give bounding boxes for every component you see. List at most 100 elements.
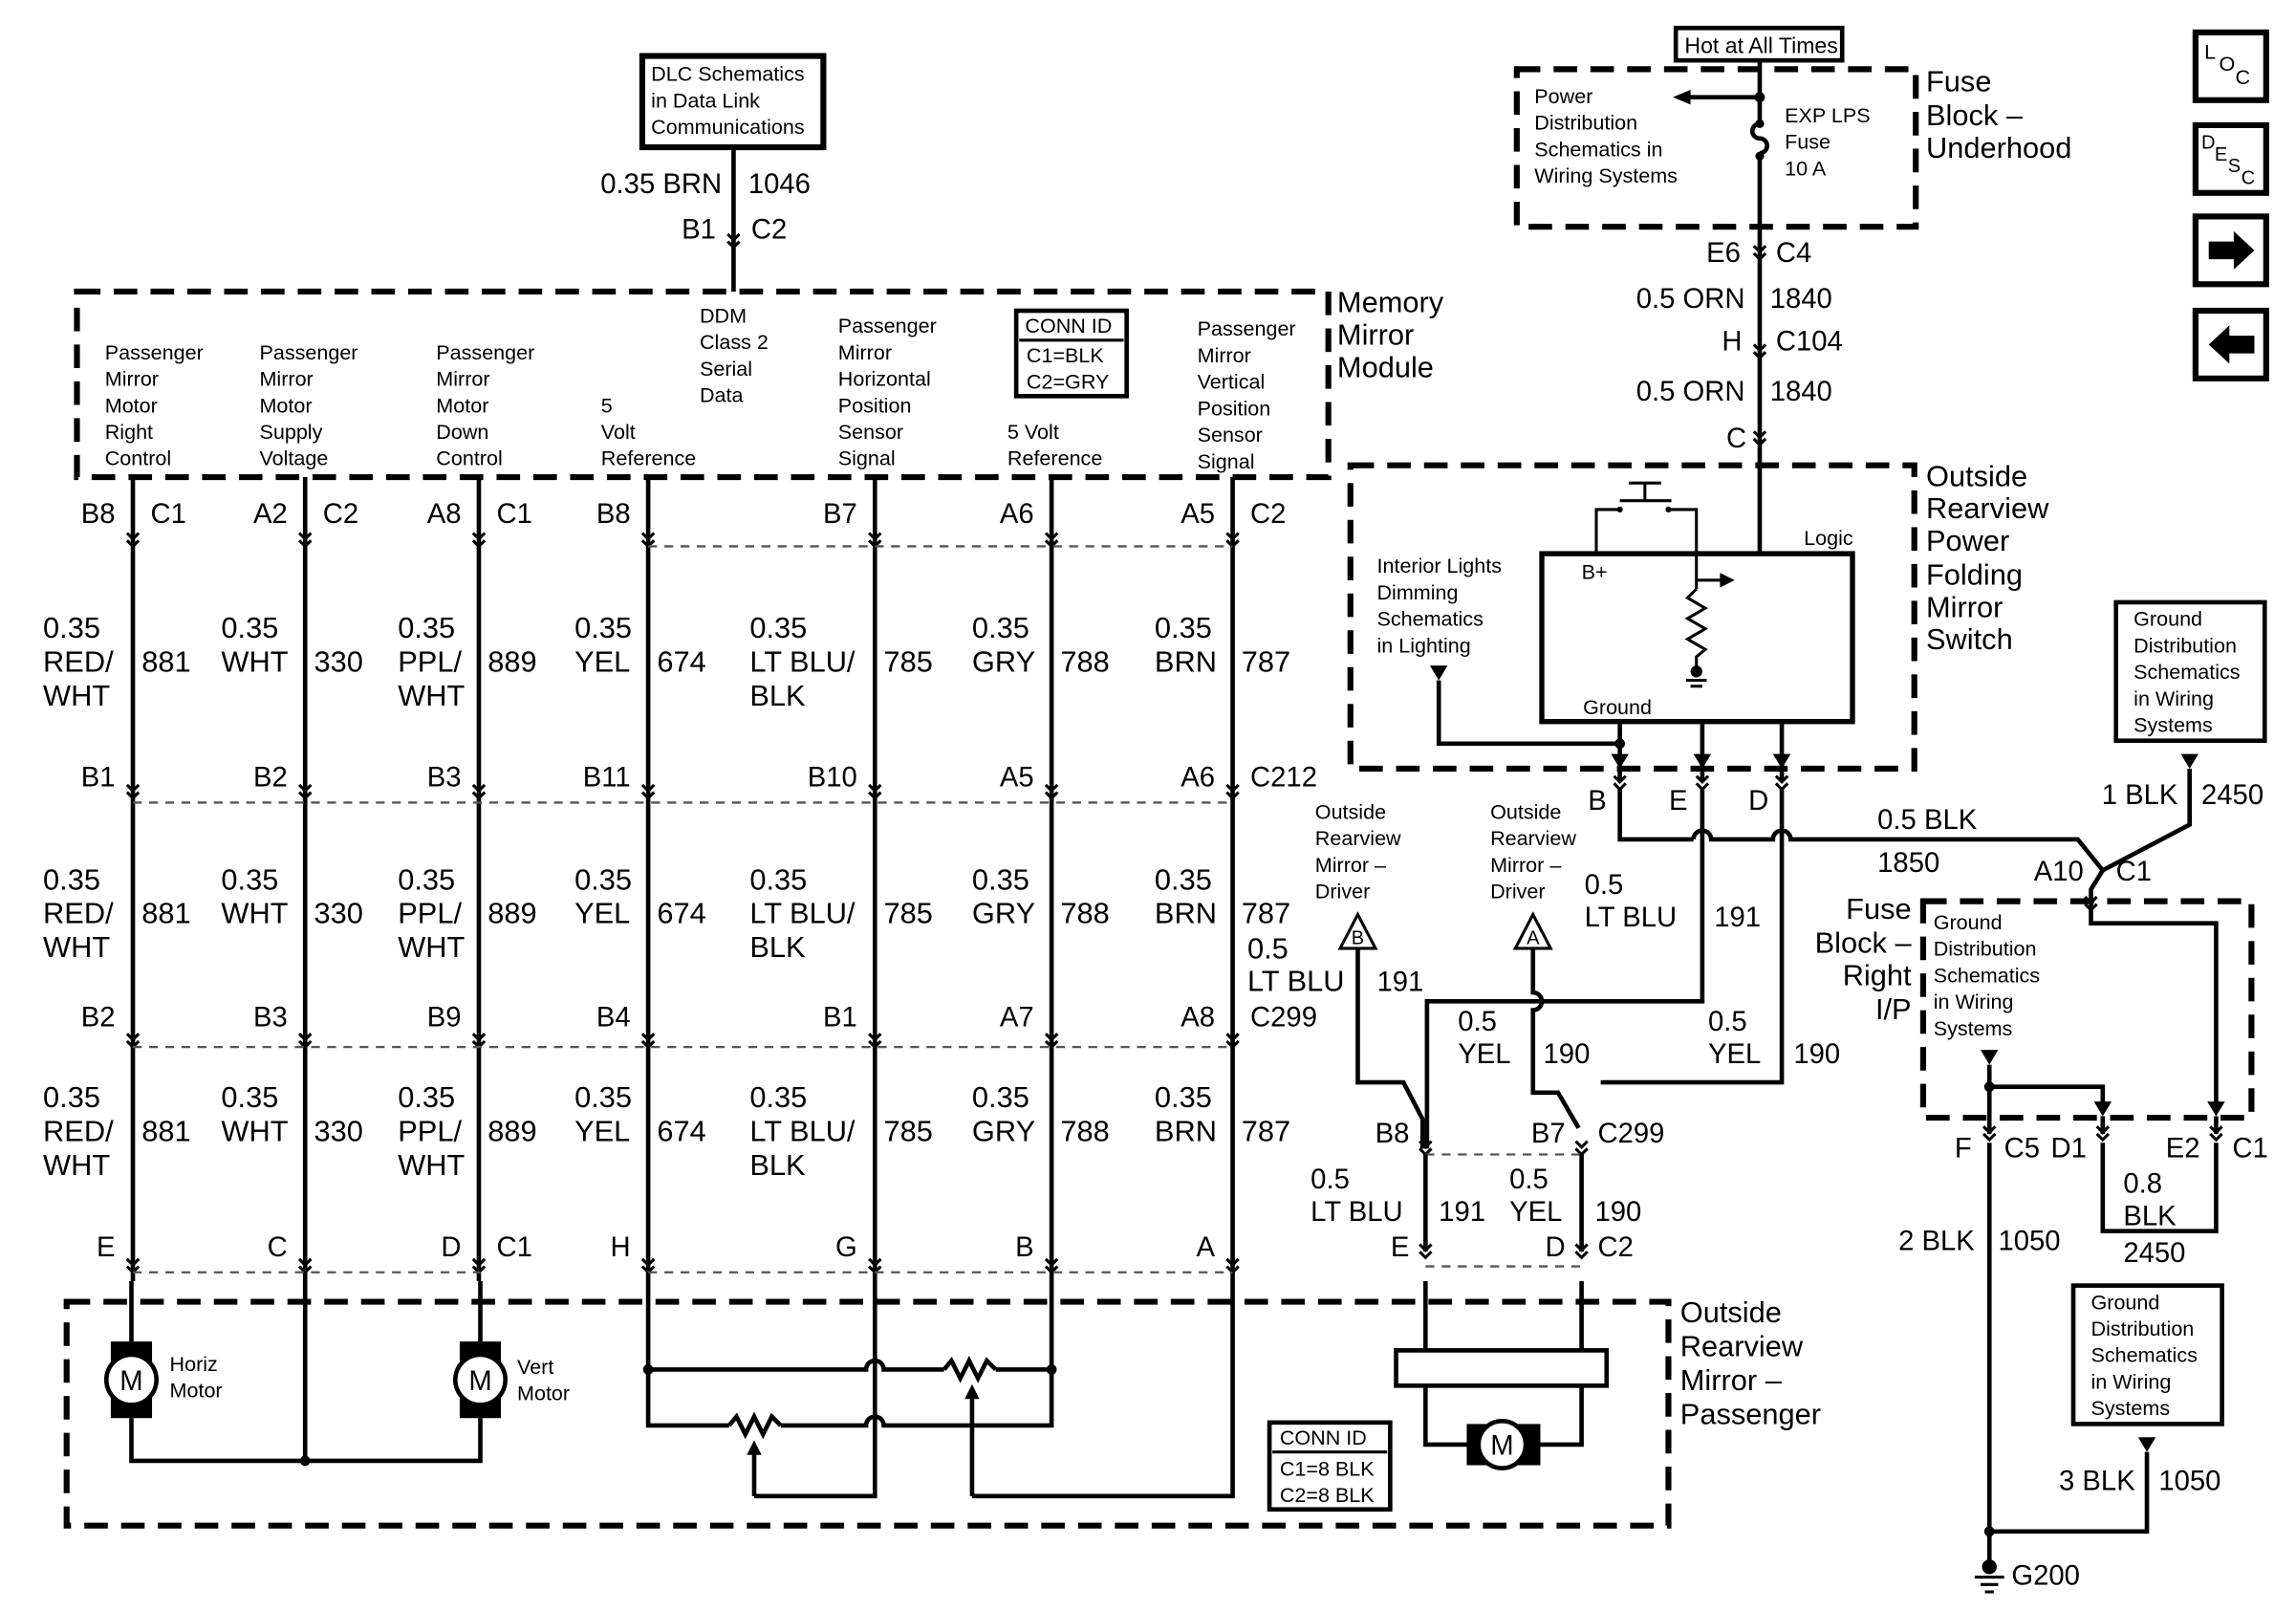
svg-text:0.5 ORN: 0.5 ORN [1636, 377, 1745, 407]
svg-text:Motor: Motor [517, 1382, 570, 1405]
col-mid-pin: A6 [1180, 762, 1215, 793]
col-wire-label: 0.35 [1155, 862, 1212, 896]
col-top-conn: C1 [151, 499, 186, 530]
col-wire-label: 0.35 [221, 862, 278, 896]
col-low-pin: A7 [1000, 1003, 1034, 1034]
col-wire-label: 0.35 [972, 611, 1029, 644]
col-wire-label: 0.35 [972, 862, 1029, 896]
fuse-label: EXP LPS [1785, 103, 1870, 127]
svg-text:Systems: Systems [1934, 1016, 2013, 1040]
col-low-pin: B4 [596, 1003, 631, 1034]
col-wire-label: RED/ [43, 1115, 114, 1148]
col-bot-pin: D [441, 1232, 461, 1263]
mmm-label-1: Passenger [259, 340, 357, 364]
horiz-motor-icon: M [103, 1341, 159, 1419]
svg-text:E: E [1391, 1232, 1410, 1263]
mmm-label-0: Right [105, 420, 153, 444]
svg-text:B: B [1352, 927, 1364, 948]
col-top-pin: A8 [427, 499, 462, 530]
col-wire-label: LT BLU/ [749, 644, 856, 678]
svg-text:Ground: Ground [2091, 1290, 2160, 1314]
power-dist-line-1: Power [1534, 84, 1592, 108]
mmm-label-0: Passenger [105, 340, 204, 364]
svg-text:A: A [1527, 927, 1540, 948]
col-low-pin: B9 [427, 1003, 462, 1034]
switch-pin-d: D [1748, 786, 1768, 816]
svg-text:E: E [2215, 144, 2227, 165]
svg-text:Rearview: Rearview [1680, 1330, 1804, 1363]
col-circuit: 330 [314, 897, 362, 930]
col-wire-label: WHT [43, 1148, 110, 1182]
col-top-pin: A2 [253, 499, 288, 530]
svg-text:Fuse: Fuse [1785, 130, 1830, 154]
col-wire-label: BRN [1155, 644, 1217, 678]
svg-text:C1=8 BLK: C1=8 BLK [1280, 1456, 1375, 1480]
pushbutton-icon [1594, 481, 1699, 555]
svg-text:Outside: Outside [1926, 459, 2027, 492]
mmm-label-1: Supply [259, 420, 322, 444]
col-bot-conn: C1 [496, 1232, 531, 1263]
svg-text:1050: 1050 [1998, 1227, 2060, 1257]
mmm-conn-id: CONN ID C1=BLK C2=GRY [1013, 308, 1129, 399]
left-arrow-icon[interactable] [2192, 307, 2269, 381]
svg-text:C2=GRY: C2=GRY [1027, 370, 1109, 394]
driver-mirror-ref-a: Outside Rearview Mirror – Driver A [1490, 799, 1576, 950]
mmm-title: Memory Mirror Module [1337, 286, 1444, 384]
svg-text:Mirror –: Mirror – [1490, 853, 1561, 877]
col-circuit: 785 [884, 897, 933, 930]
col-wire-label: WHT [43, 930, 110, 964]
svg-text:Mirror: Mirror [1337, 317, 1414, 351]
right-arrow-icon[interactable] [2192, 213, 2269, 288]
col-wire-label: 0.35 [221, 1080, 278, 1114]
svg-text:191: 191 [1377, 968, 1424, 998]
col-wire-label: BRN [1155, 897, 1217, 930]
svg-text:Module: Module [1337, 350, 1434, 383]
col-wire-label: 0.35 [574, 1080, 632, 1114]
col-circuit: 674 [657, 897, 705, 930]
svg-text:Outside: Outside [1315, 799, 1386, 823]
svg-text:2450: 2450 [2123, 1238, 2185, 1269]
col-circuit: 889 [487, 644, 536, 678]
svg-text:in Wiring: in Wiring [2134, 686, 2214, 710]
horiz-motor-label: Horiz [170, 1352, 218, 1376]
col-wire-label: WHT [43, 679, 110, 712]
svg-text:0.8: 0.8 [2123, 1169, 2162, 1200]
col-wire-label: WHT [398, 930, 465, 964]
extra-wire: LT BLU [1247, 965, 1345, 998]
svg-text:Distribution: Distribution [1534, 111, 1637, 135]
mmm-label-6: Reference [1007, 446, 1102, 470]
vert-motor-icon: M [453, 1341, 509, 1419]
svg-text:Schematics: Schematics [1377, 607, 1484, 631]
svg-text:Systems: Systems [2134, 712, 2213, 736]
col-low-pin: B2 [81, 1003, 116, 1034]
col-wire-label: WHT [398, 1148, 465, 1182]
svg-text:L: L [2204, 40, 2216, 64]
col-mid-pin: B11 [583, 762, 631, 793]
col-wire-label: 0.35 [43, 611, 100, 644]
col-wire-label: 0.35 [398, 1080, 455, 1114]
mmm-label-7: Position [1198, 396, 1271, 420]
mmm-label-5: Position [838, 393, 912, 417]
svg-text:O: O [2220, 52, 2236, 76]
col-bot-pin: G [835, 1232, 857, 1263]
dlc-wire: 0.35 BRN [600, 169, 722, 200]
fuse-icon [1750, 121, 1769, 156]
col-mid-conn: C212 [1250, 762, 1317, 793]
mmm-pin-labels: PassengerMirrorMotorRightControlPassenge… [105, 303, 1296, 472]
svg-text:Fuse: Fuse [1926, 64, 1991, 98]
svg-text:C1: C1 [2232, 1134, 2267, 1165]
svg-text:Schematics: Schematics [1934, 963, 2040, 987]
mmm-label-4: Class 2 [700, 330, 769, 354]
svg-text:Memory: Memory [1337, 286, 1444, 319]
col-wire-label: 0.35 [574, 611, 632, 644]
mmm-label-2: Down [436, 420, 488, 444]
mmm-label-3: 5 [601, 393, 613, 417]
mmm-label-7: Sensor [1198, 423, 1263, 446]
svg-text:Block –: Block – [1815, 926, 1913, 960]
svg-text:Rearview: Rearview [1926, 491, 2049, 525]
svg-text:YEL: YEL [1458, 1039, 1510, 1070]
svg-text:Switch: Switch [1926, 622, 2013, 656]
svg-text:191: 191 [1439, 1197, 1485, 1228]
